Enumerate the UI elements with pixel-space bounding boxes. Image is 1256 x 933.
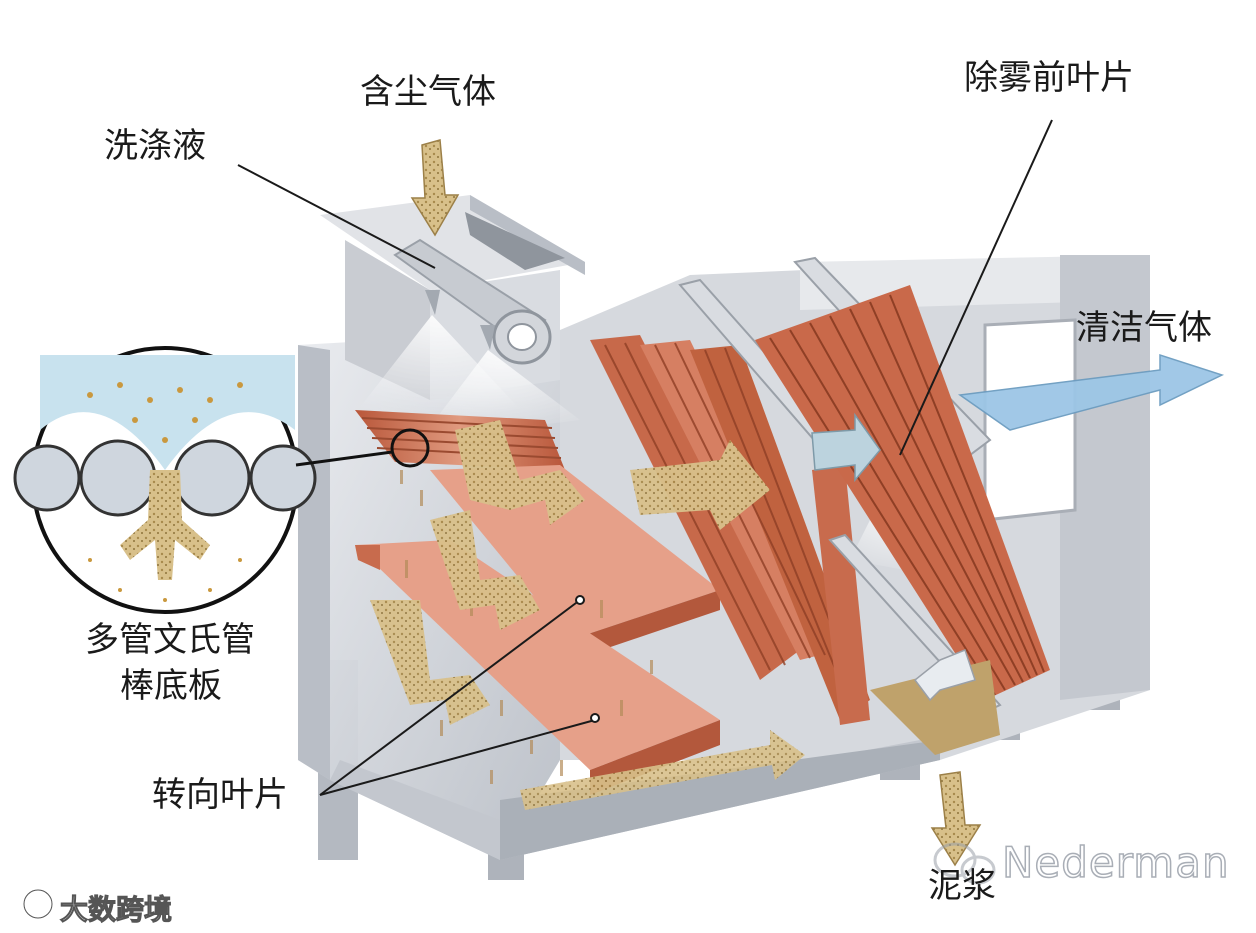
venturi-inset xyxy=(13,346,430,614)
wash-liquid-label: 洗涤液 xyxy=(104,126,206,166)
turning-blades-label: 转向叶片 xyxy=(152,775,288,815)
nederman-watermark: Nederman xyxy=(1001,837,1230,888)
demister-blades xyxy=(755,285,1050,700)
sludge-label: 泥浆 xyxy=(928,866,996,906)
turning-blade-leader-2 xyxy=(319,719,596,796)
clean-gas-arrows xyxy=(811,353,1225,483)
venturi-plate-label-line1: 多管文氏管 xyxy=(85,620,255,660)
leader-lines xyxy=(237,119,1053,796)
turning-blade-leader-1 xyxy=(319,599,581,796)
sludge-channel xyxy=(870,660,1000,755)
turning-blade-upper xyxy=(430,465,720,660)
dust-flow-arrows xyxy=(370,139,982,867)
dusty-gas-label: 含尘气体 xyxy=(360,72,496,112)
venturi-plate-label-line2: 棒底板 xyxy=(120,666,222,706)
clean-gas-label: 清洁气体 xyxy=(1076,308,1212,348)
demister-blades-label: 除雾前叶片 xyxy=(964,58,1134,98)
wechat-icon xyxy=(933,842,996,885)
wash-liquid-leader xyxy=(237,164,436,269)
site-watermark: 大数跨境 xyxy=(59,893,173,927)
demister-leader xyxy=(899,119,1053,456)
site-logo-icon xyxy=(22,888,54,920)
